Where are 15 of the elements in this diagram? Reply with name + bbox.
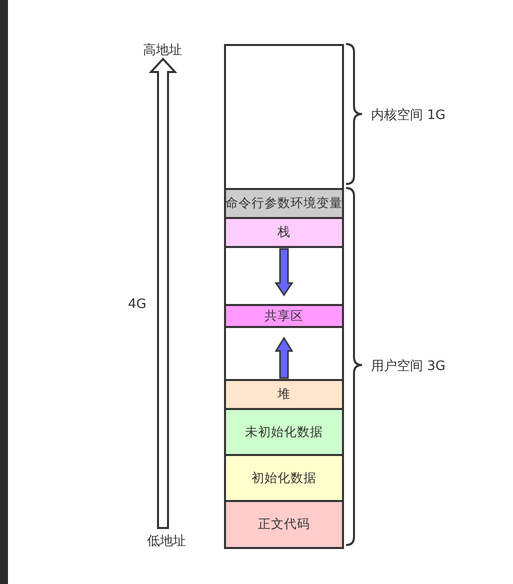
memory-segment: 栈 — [224, 217, 344, 248]
memory-segment: 初始化数据 — [224, 454, 344, 502]
memory-segment — [224, 326, 344, 381]
size-label: 4G — [128, 297, 146, 312]
memory-segment — [224, 246, 344, 306]
memory-segment: 命令行参数环境变量 — [224, 188, 344, 219]
address-label: 低地址 — [147, 533, 186, 550]
memory-segment: 正文代码 — [224, 500, 344, 549]
memory-segment: 未初始化数据 — [224, 408, 344, 456]
brace-label: 用户空间 3G — [371, 358, 446, 375]
memory-segment: 共享区 — [224, 304, 344, 328]
brace-label: 内核空间 1G — [371, 107, 446, 124]
memory-segment: 堆 — [224, 379, 344, 410]
memory-segment — [224, 44, 344, 190]
address-label: 高地址 — [143, 42, 182, 59]
